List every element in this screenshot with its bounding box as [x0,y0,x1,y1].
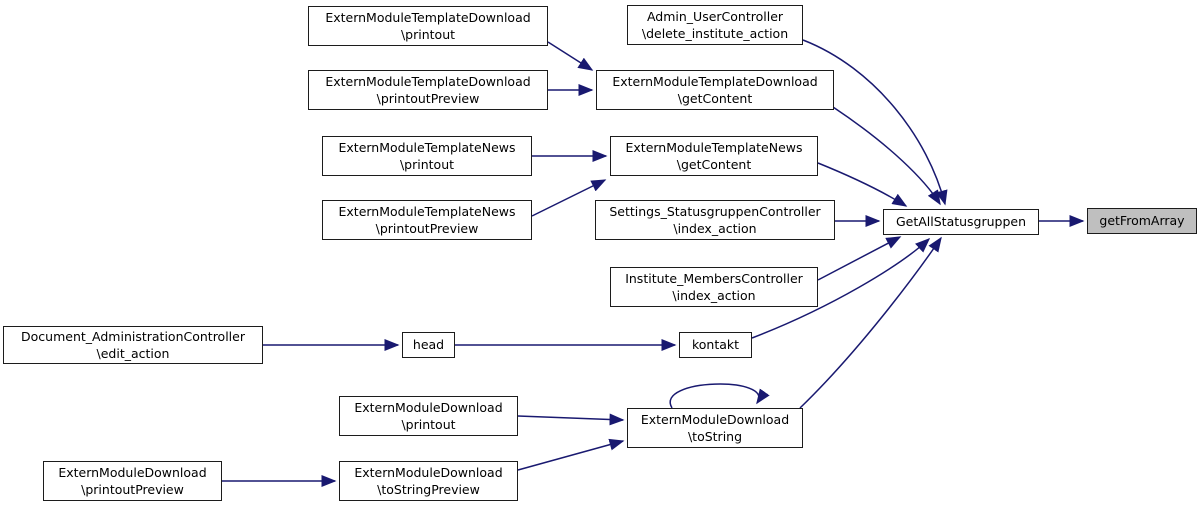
node-label: GetAllStatusgruppen [895,214,1027,229]
node-label: ExternModuleTemplateNews [338,204,516,219]
node-label: head [412,337,445,352]
edge-tostring-to-getallstatusgruppen [799,236,942,409]
node-extern-module-download-to-string[interactable]: ExternModuleDownload \toString [627,408,803,448]
edge-download-printout-to-tostring [517,413,625,426]
node-extern-module-download-printout[interactable]: ExternModuleDownload \printout [339,396,518,436]
node-label: ExternModuleTemplateDownload [325,74,531,89]
node-label: \index_action [673,221,757,236]
node-label: \getContent [677,91,753,106]
node-extern-module-template-news-get-content[interactable]: ExternModuleTemplateNews \getContent [610,136,818,176]
node-label: \getContent [676,157,752,172]
node-extern-module-template-download-printout[interactable]: ExternModuleTemplateDownload \printout [308,6,548,46]
node-extern-module-template-news-printout-preview[interactable]: ExternModuleTemplateNews \printoutPrevie… [322,200,532,240]
edge-admin-usercontroller-to-getallstatusgruppen [802,39,948,206]
node-label: \index_action [672,288,756,303]
edge-tostring-self-loop [669,383,770,409]
node-extern-module-template-download-printout-preview[interactable]: ExternModuleTemplateDownload \printoutPr… [308,70,548,110]
edge-tmpl-download-getcontent-to-getallstatusgruppen [832,106,941,206]
node-label: Institute_MembersController [625,271,803,286]
node-get-all-statusgruppen[interactable]: GetAllStatusgruppen [883,209,1039,235]
node-kontakt[interactable]: kontakt [679,332,752,358]
node-label: \printout [401,417,456,432]
node-label: \printoutPreview [376,91,480,106]
node-admin-user-controller-delete-institute-action[interactable]: Admin_UserController \delete_institute_a… [627,5,803,45]
edge-tmpl-news-printoutpreview-to-getcontent [531,179,607,217]
node-label: ExternModuleDownload [354,465,503,480]
node-label: ExternModuleTemplateDownload [612,74,818,89]
node-label: Document_AdministrationController [21,329,245,344]
node-label: Admin_UserController [646,9,784,24]
node-extern-module-template-download-get-content[interactable]: ExternModuleTemplateDownload \getContent [596,70,834,110]
node-label: \printoutPreview [81,482,184,497]
node-label: ExternModuleTemplateNews [625,140,803,155]
edge-tostringpreview-to-tostring [517,438,625,471]
node-label: \printoutPreview [375,221,479,236]
node-label: ExternModuleDownload [640,412,790,427]
edge-institute-members-to-getallstatusgruppen [817,236,902,281]
node-label: \toStringPreview [377,482,480,497]
edge-tmpl-news-getcontent-to-getallstatusgruppen [817,162,908,207]
node-label: ExternModuleDownload [354,400,503,415]
node-label: Settings_StatusgruppenController [609,204,821,219]
node-label: ExternModuleTemplateNews [338,140,516,155]
edge-tmpl-download-printout-to-getcontent [547,41,594,71]
node-get-from-array: getFromArray [1087,208,1197,234]
node-extern-module-download-to-string-preview[interactable]: ExternModuleDownload \toStringPreview [339,461,518,501]
node-label: \edit_action [96,346,170,361]
node-label: \delete_institute_action [641,26,789,41]
node-label: \printout [399,157,455,172]
node-label: ExternModuleDownload [58,465,207,480]
node-label: kontakt [691,337,740,352]
node-head[interactable]: head [402,332,455,358]
node-label: ExternModuleTemplateDownload [325,10,531,25]
node-label: \toString [687,429,743,444]
node-label: \printout [400,27,456,42]
node-extern-module-template-news-printout[interactable]: ExternModuleTemplateNews \printout [322,136,532,176]
node-label: getFromArray [1099,213,1185,228]
node-institute-members-controller-index-action[interactable]: Institute_MembersController \index_actio… [610,267,818,307]
node-extern-module-download-printout-preview[interactable]: ExternModuleDownload \printoutPreview [43,461,222,501]
node-settings-statusgruppen-controller-index-action[interactable]: Settings_StatusgruppenController \index_… [595,200,835,240]
node-document-administration-controller-edit-action[interactable]: Document_AdministrationController \edit_… [3,326,263,364]
edge-kontakt-to-getallstatusgruppen [751,237,931,339]
